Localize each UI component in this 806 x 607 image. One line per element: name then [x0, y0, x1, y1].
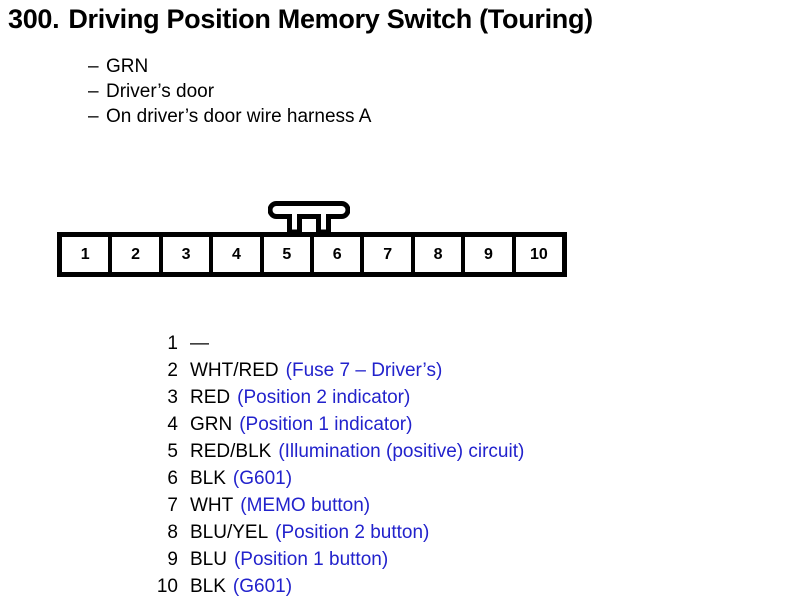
pinout-row: 8 BLU/YEL (Position 2 button): [152, 519, 752, 546]
pinout-pin-number: 2: [167, 360, 178, 381]
pinout-wire-code: —: [190, 333, 209, 354]
pinout-description: (Position 2 button): [275, 522, 430, 543]
connector-pin-6[interactable]: 6: [314, 237, 361, 272]
connector-pin-9[interactable]: 9: [465, 237, 512, 272]
connector-pin-8[interactable]: 8: [414, 237, 462, 272]
pinout-description: (Position 1 indicator): [239, 414, 413, 435]
connector-pin-2[interactable]: 2: [112, 237, 159, 272]
item-number: 300.: [8, 4, 60, 34]
en-dash-icon: –: [88, 81, 99, 102]
pinout-description: (Position 2 indicator): [237, 387, 411, 408]
subtitle-item-label: GRN: [106, 56, 149, 77]
connector-diagram: 1 2 3 4 5 6 7 8 9 10: [57, 200, 577, 280]
pinout-pin-number: 1: [167, 333, 178, 354]
en-dash-icon: –: [88, 106, 99, 127]
pinout-row: 3 RED (Position 2 indicator): [152, 384, 752, 411]
subtitle-item-label: On driver’s door wire harness A: [106, 106, 372, 127]
connector-pin-10[interactable]: 10: [515, 237, 563, 272]
page-title-text: Driving Position Memory Switch (Touring): [68, 4, 593, 34]
connector-pin-3[interactable]: 3: [162, 237, 210, 272]
pinout-row: 10 BLK (G601): [152, 573, 752, 600]
pinout-description: (Illumination (positive) circuit): [278, 441, 525, 462]
pinout-wire-code: GRN: [190, 414, 233, 435]
subtitle-item-harness: – On driver’s door wire harness A: [88, 104, 728, 129]
pinout-wire-code: BLU/YEL: [190, 522, 269, 543]
pinout-pin-number: 9: [167, 549, 178, 570]
pinout-row: 2 WHT/RED (Fuse 7 – Driver’s): [152, 357, 752, 384]
subtitle-item-wire-color: – GRN: [88, 54, 728, 79]
subtitle-item-location: – Driver’s door: [88, 79, 728, 104]
pinout-wire-code: WHT: [190, 495, 234, 516]
pinout-wire-code: WHT/RED: [190, 360, 279, 381]
connector-latch-tab-icon: [268, 201, 350, 232]
connector-pin-4[interactable]: 4: [213, 237, 260, 272]
connector-body: 1 2 3 4 5 6 7 8 9 10: [57, 232, 567, 277]
pinout-description: (MEMO button): [240, 495, 371, 516]
subtitle-list: – GRN – Driver’s door – On driver’s door…: [88, 54, 728, 129]
pinout-description: (Fuse 7 – Driver’s): [285, 360, 443, 381]
pinout-description: (G601): [232, 468, 293, 489]
subtitle-item-label: Driver’s door: [106, 81, 215, 102]
pinout-pin-number: 4: [167, 414, 178, 435]
pinout-row: 1 —: [152, 330, 752, 357]
pinout-description: (Position 1 button): [233, 549, 389, 570]
pinout-pin-number: 10: [156, 576, 178, 597]
pinout-pin-number: 6: [167, 468, 178, 489]
pinout-list: 1 — 2 WHT/RED (Fuse 7 – Driver’s) 3 RED …: [152, 330, 752, 600]
pinout-pin-number: 8: [167, 522, 178, 543]
pinout-row: 5 RED/BLK (Illumination (positive) circu…: [152, 438, 752, 465]
pinout-pin-number: 5: [167, 441, 178, 462]
pinout-pin-number: 3: [167, 387, 178, 408]
page-title: 300. Driving Position Memory Switch (Tour…: [8, 2, 804, 36]
pinout-pin-number: 7: [167, 495, 178, 516]
en-dash-icon: –: [88, 56, 99, 77]
pinout-wire-code: RED: [190, 387, 231, 408]
pinout-row: 4 GRN (Position 1 indicator): [152, 411, 752, 438]
pinout-wire-code: BLU: [190, 549, 227, 570]
pinout-wire-code: BLK: [190, 576, 226, 597]
connector-pin-5[interactable]: 5: [263, 237, 311, 272]
connector-pin-1[interactable]: 1: [62, 237, 109, 272]
connector-pin-7[interactable]: 7: [364, 237, 411, 272]
pinout-wire-code: BLK: [190, 468, 226, 489]
pinout-row: 9 BLU (Position 1 button): [152, 546, 752, 573]
pinout-wire-code: RED/BLK: [190, 441, 272, 462]
pinout-row: 6 BLK (G601): [152, 465, 752, 492]
pinout-description: (G601): [232, 576, 293, 597]
pinout-row: 7 WHT (MEMO button): [152, 492, 752, 519]
